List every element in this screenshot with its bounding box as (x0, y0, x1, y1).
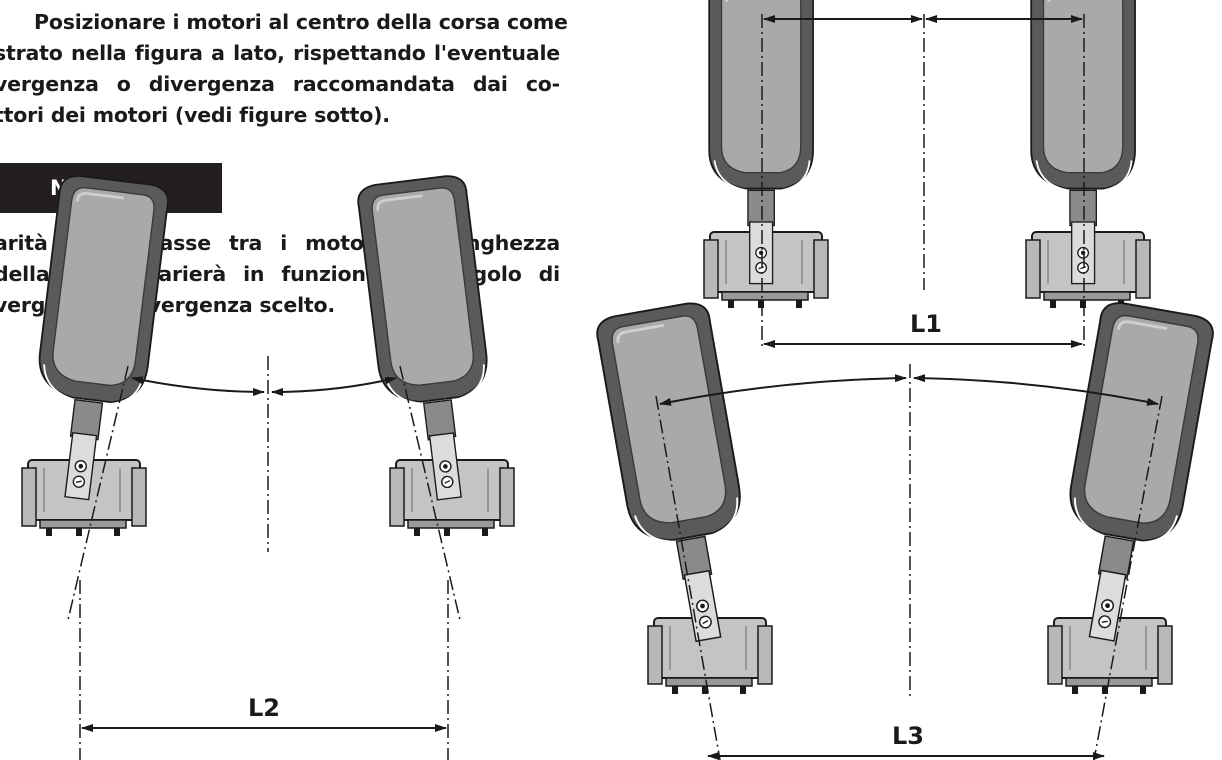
dimension-label-l3: L3 (892, 722, 924, 750)
motor-right-parallel (1025, 0, 1151, 309)
convergent-configuration: L2 (21, 172, 515, 760)
convergent-center-lines (67, 356, 461, 760)
instruction-paragraph: Posizionare i motori al centro della cor… (0, 7, 568, 131)
motor-right-divergent (1044, 298, 1218, 695)
instruction-line-4: ttori dei motori (vedi figure sotto). (0, 103, 390, 127)
instruction-line-3: vergenza o divergenza raccomandata dai c… (0, 72, 560, 96)
divergent-configuration: L3 (592, 298, 1218, 760)
instruction-line-2: strato nella figura a lato, rispettando … (0, 41, 560, 65)
convergent-dimension-arrows (81, 376, 447, 732)
parallel-configuration: L1 (703, 0, 1151, 350)
parallel-dimension-arrows (763, 15, 1083, 348)
divergent-center-lines (655, 364, 1163, 760)
motor-left-divergent (592, 298, 773, 695)
dimension-label-l1: L1 (910, 310, 942, 338)
motor-left-convergent (21, 172, 172, 537)
motor-left-parallel (703, 0, 829, 309)
divergent-dimension-arrows (659, 374, 1159, 760)
instruction-line-1: Posizionare i motori al centro della cor… (34, 10, 568, 34)
parallel-center-lines (761, 14, 1085, 350)
dimension-label-l2: L2 (248, 694, 280, 722)
motor-right-convergent (354, 172, 515, 537)
